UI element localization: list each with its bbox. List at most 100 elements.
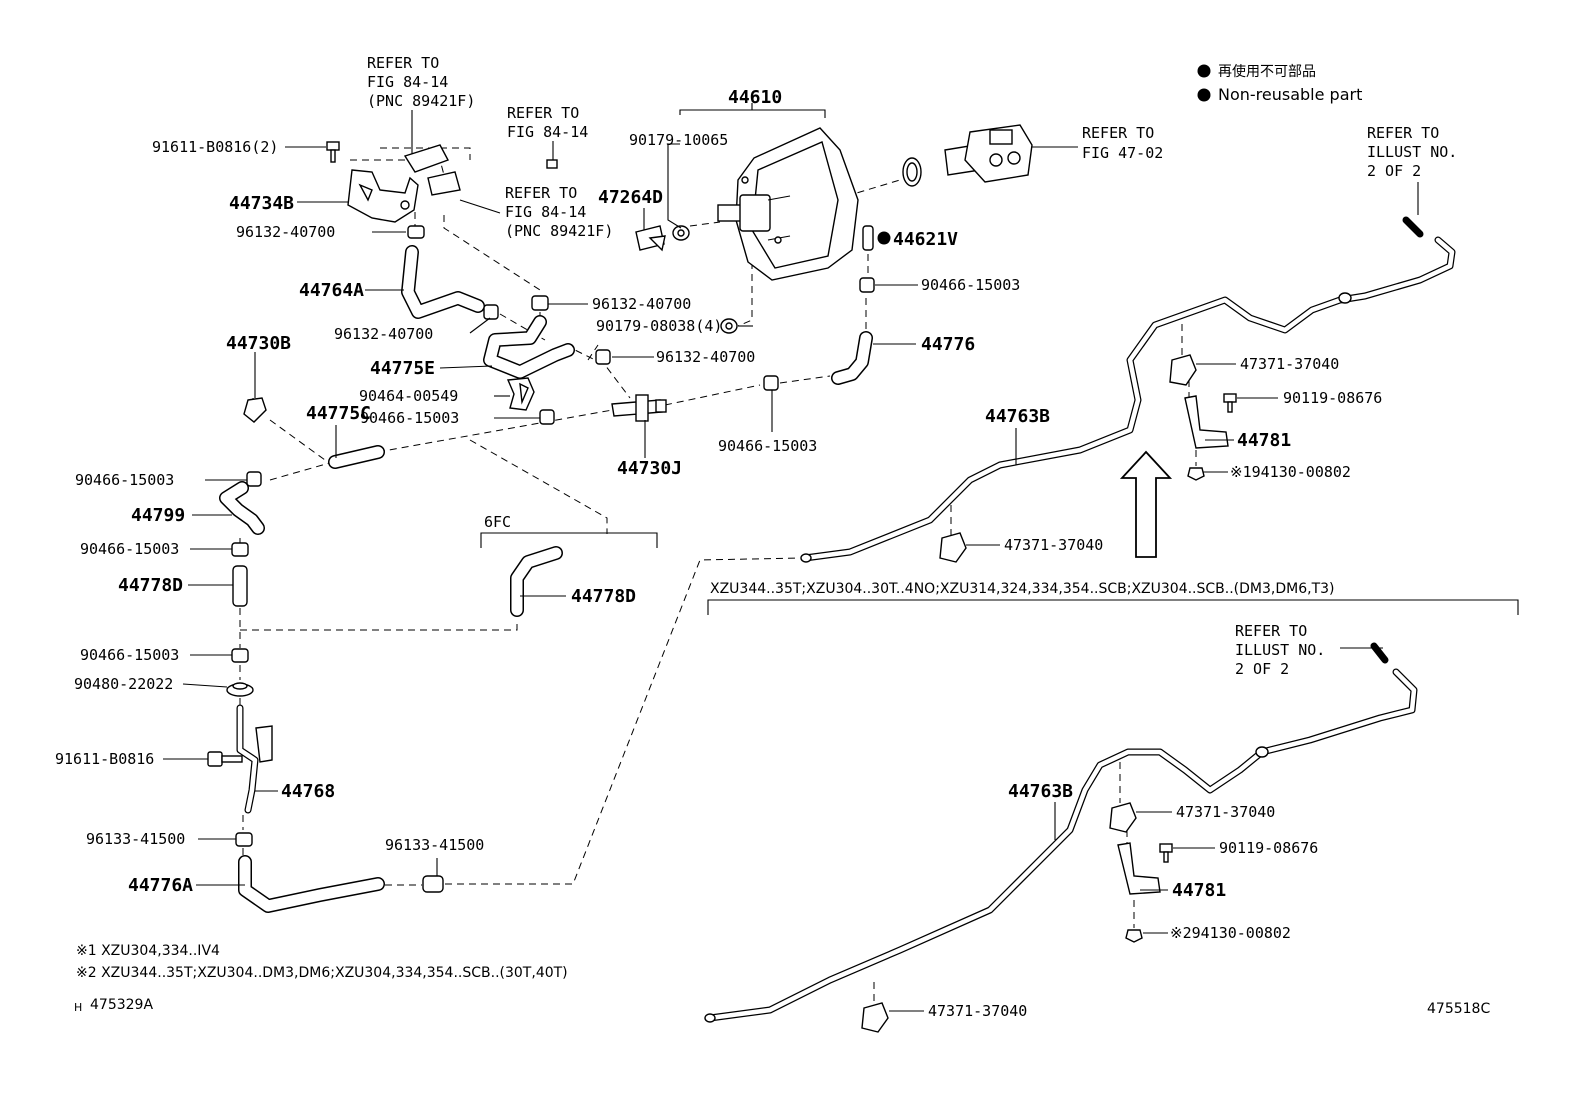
hose-44776a-icon: [238, 855, 385, 913]
label-47371-37040-d[interactable]: 47371-37040: [928, 1002, 1027, 1020]
clamp-96133-41500-b-icon: [422, 875, 444, 893]
label-44621v[interactable]: 44621V: [893, 229, 958, 250]
label-90179-10065[interactable]: 90179-10065: [629, 131, 728, 149]
seal-ring-icon: [902, 157, 922, 187]
svg-text:ILLUST NO.: ILLUST NO.: [1367, 143, 1457, 161]
hose-44778d-a-icon: [232, 565, 248, 607]
svg-text:(PNC 89421F): (PNC 89421F): [367, 92, 475, 110]
clamp-90466-15003-a-icon: [539, 409, 555, 425]
label-44778d-b[interactable]: 44778D: [571, 586, 636, 607]
label-90480-22022[interactable]: 90480-22022: [74, 675, 173, 693]
label-90466-15003-a[interactable]: 90466-15003: [360, 409, 459, 427]
label-90119-08676-b[interactable]: 90119-08676: [1219, 839, 1318, 857]
label-90466-15003-e[interactable]: 90466-15003: [718, 437, 817, 455]
clamp-90466-15003-e-icon: [763, 375, 779, 391]
refer-fig8414-b[interactable]: REFER TO FIG 84-14: [507, 104, 588, 141]
label-96132-40700-b[interactable]: 96132-40700: [334, 325, 433, 343]
label-44730b[interactable]: 44730B: [226, 333, 291, 354]
label-90179-08038-4[interactable]: 90179-08038(4): [596, 317, 722, 335]
label-91611-b0816[interactable]: 91611-B0816: [55, 750, 154, 768]
label-90466-15003-c[interactable]: 90466-15003: [80, 540, 179, 558]
label-90119-08676-a[interactable]: 90119-08676: [1283, 389, 1382, 407]
label-44776a[interactable]: 44776A: [128, 875, 193, 896]
group-6fc-label: 6FC: [484, 513, 511, 531]
label-44734b[interactable]: 44734B: [229, 193, 294, 214]
hose-44775c-icon: [328, 445, 385, 469]
svg-text:2 OF 2: 2 OF 2: [1235, 660, 1289, 678]
leader-lines: [163, 103, 1278, 1012]
footnote-2: ※2 XZU344..35T;XZU304..DM3,DM6;XZU304,33…: [76, 965, 568, 981]
label-44763b-a[interactable]: 44763B: [985, 406, 1050, 427]
label-44763b-b[interactable]: 44763B: [1008, 781, 1073, 802]
clamp-96132-40700-d-icon: [587, 344, 611, 365]
label-44775c[interactable]: 44775C: [306, 403, 371, 424]
label-44775e[interactable]: 44775E: [370, 358, 435, 379]
label-44778d-a[interactable]: 44778D: [118, 575, 183, 596]
refer-illust-bottom[interactable]: REFER TO ILLUST NO. 2 OF 2: [1235, 622, 1325, 678]
svg-text:FIG 84-14: FIG 84-14: [507, 123, 588, 141]
label-44781-b[interactable]: 44781: [1172, 880, 1226, 901]
hose-44764a-icon: [401, 245, 485, 319]
nut-90179-10065-icon: [672, 225, 690, 241]
nut-90179-08038-icon: [720, 318, 738, 334]
clip-47371-37040-c-icon: [1109, 802, 1137, 833]
label-44781-a[interactable]: 44781: [1237, 430, 1291, 451]
label-96132-40700-a[interactable]: 96132-40700: [236, 223, 335, 241]
footnote-1: ※1 XZU304,334..IV4: [76, 943, 220, 959]
label-44776[interactable]: 44776: [921, 334, 975, 355]
label-91611-b0816-2[interactable]: 91611-B0816(2): [152, 138, 278, 156]
svg-text:ILLUST NO.: ILLUST NO.: [1235, 641, 1325, 659]
label-44730j[interactable]: 44730J: [617, 458, 682, 479]
footnotes: ※1 XZU304,334..IV4 ※2 XZU344..35T;XZU304…: [74, 943, 1490, 1017]
label-44610[interactable]: 44610: [728, 87, 782, 108]
refer-fig4702[interactable]: REFER TO FIG 47-02: [1082, 124, 1163, 162]
clamp-90466-15003-c-icon: [231, 542, 249, 557]
bracket-44734b-icon: [347, 144, 461, 223]
refer-fig8414-pnc-a[interactable]: REFER TO FIG 84-14 (PNC 89421F): [367, 54, 475, 110]
svg-text:REFER TO: REFER TO: [1235, 622, 1307, 640]
label-96132-40700-c[interactable]: 96132-40700: [592, 295, 691, 313]
legend-jp: 再使用不可部品: [1218, 63, 1316, 80]
pipe-44763b-top-icon: [800, 216, 1456, 563]
svg-text:REFER TO: REFER TO: [367, 54, 439, 72]
label-90466-15003-d[interactable]: 90466-15003: [80, 646, 179, 664]
label-44768[interactable]: 44768: [281, 781, 335, 802]
clamp-96132-40700-c-icon: [531, 295, 549, 311]
svg-text:2 OF 2: 2 OF 2: [1367, 162, 1421, 180]
label-96133-41500-a[interactable]: 96133-41500: [86, 830, 185, 848]
refer-fig8414-pnc-c[interactable]: REFER TO FIG 84-14 (PNC 89421F): [505, 184, 613, 240]
svg-text:FIG 47-02: FIG 47-02: [1082, 144, 1163, 162]
label-47371-37040-b[interactable]: 47371-37040: [1004, 536, 1103, 554]
label-96133-41500-b[interactable]: 96133-41500: [385, 836, 484, 854]
clamp-96133-41500-a-icon: [235, 832, 253, 847]
illust-id-left: 475329A: [90, 997, 153, 1013]
label-94130-00802-a[interactable]: ※194130-00802: [1230, 463, 1351, 481]
label-96132-40700-d[interactable]: 96132-40700: [656, 348, 755, 366]
svg-text:FIG 84-14: FIG 84-14: [505, 203, 586, 221]
up-arrow-icon: [1119, 450, 1173, 558]
refer-illust-top[interactable]: REFER TO ILLUST NO. 2 OF 2: [1367, 124, 1457, 180]
clip-90464-00549-icon: [506, 377, 535, 411]
label-47264d[interactable]: 47264D: [598, 187, 663, 208]
label-47371-37040-a[interactable]: 47371-37040: [1240, 355, 1339, 373]
pipe-44763b-bottom-icon: [704, 642, 1418, 1023]
label-44764a[interactable]: 44764A: [299, 280, 364, 301]
label-44799[interactable]: 44799: [131, 505, 185, 526]
legend: 再使用不可部品 Non-reusable part: [1197, 63, 1362, 104]
label-94130-00802-b[interactable]: ※294130-00802: [1170, 924, 1291, 942]
clip-47371-37040-d-icon: [861, 1002, 889, 1033]
brake-booster-44610-icon: [717, 127, 859, 281]
label-90466-15003-f[interactable]: 90466-15003: [921, 276, 1020, 294]
svg-text:REFER TO: REFER TO: [1082, 124, 1154, 142]
nut-94130-00802-b-icon: [1125, 929, 1143, 943]
bolt-91611-b0816-icon: [207, 751, 243, 767]
clamp-90466-15003-f-icon: [859, 277, 875, 293]
svg-text:(PNC 89421F): (PNC 89421F): [505, 222, 613, 240]
master-cylinder-icon: [944, 124, 1033, 183]
label-90464-00549[interactable]: 90464-00549: [359, 387, 458, 405]
bolt-90119-08676-b-icon: [1159, 843, 1173, 863]
label-47371-37040-c[interactable]: 47371-37040: [1176, 803, 1275, 821]
label-90466-15003-b[interactable]: 90466-15003: [75, 471, 174, 489]
illust-mark: H: [74, 1001, 82, 1014]
